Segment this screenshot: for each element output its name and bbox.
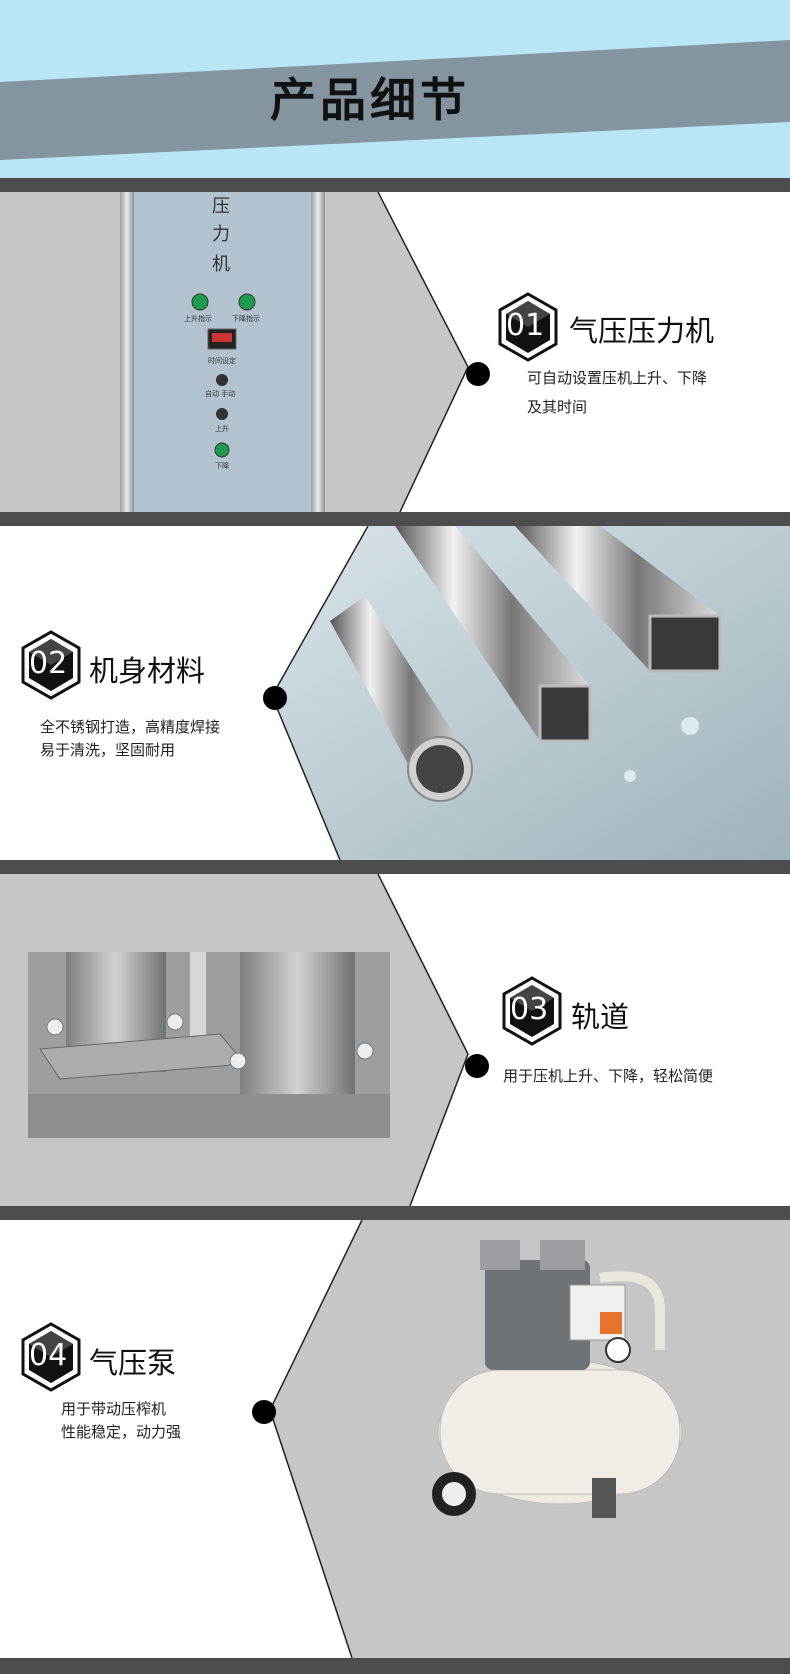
feature-section-1: 压 力 机 上升指示 下降指示 时间设定 自动 手动 上升 下降 01 气压压力… [0,192,790,512]
section-divider [0,178,790,192]
number-badge-03 [502,976,562,1046]
header-band [0,40,790,160]
feature-desc-line-1: 全不锈钢打造，高精度焊接 [40,718,221,736]
number-badge-01 [498,292,558,362]
section-2-background [0,526,790,860]
feature-section-3: 03 轨道 用于压机上升、下降，轻松简便 [0,874,790,1206]
bullet-dot [466,362,490,386]
badge-number: 01 [506,308,545,343]
panel-up-label: 上升 [215,425,229,433]
section-divider [0,1658,790,1674]
panel-title-char-2: 力 [212,224,230,245]
badge-number: 02 [29,646,68,681]
feature-section-4: 04 气压泵 用于带动压榨机 性能稳定，动力强 [0,1220,790,1658]
feature-desc-line-1: 可自动设置压机上升、下降 [527,369,708,387]
bullet-dot [465,1054,489,1078]
number-badge-02 [21,630,81,700]
section-divider [0,512,790,526]
panel-time-setting-label: 时间设定 [208,357,236,365]
panel-title-char-3: 机 [212,254,230,275]
page-header: 产品细节 [0,0,790,178]
bullet-dot [263,686,287,710]
feature-desc-line-2: 易于清洗，坚固耐用 [40,741,176,759]
badge-number: 03 [510,992,549,1027]
feature-title: 气压压力机 [569,314,715,348]
feature-title: 机身材料 [89,654,206,688]
feature-desc-line-1: 用于压机上升、下降，轻松简便 [503,1067,714,1085]
feature-desc-line-2: 性能稳定，动力强 [61,1423,182,1441]
feature-section-2: 02 机身材料 全不锈钢打造，高精度焊接 易于清洗，坚固耐用 [0,526,790,860]
section-4-background [0,1220,790,1658]
feature-title: 轨道 [571,1000,630,1034]
feature-title: 气压泵 [89,1346,177,1380]
panel-down-indicator-label: 下降指示 [232,315,260,323]
badge-number: 04 [29,1338,68,1373]
section-divider [0,860,790,874]
section-1-background [0,192,790,512]
section-3-background [0,874,790,1206]
bullet-dot [252,1400,276,1424]
control-panel-image: 压 力 机 上升指示 下降指示 时间设定 自动 手动 上升 下降 [120,192,325,512]
number-badge-04 [21,1322,81,1392]
panel-up-indicator-label: 上升指示 [184,315,212,323]
section-divider [0,1206,790,1220]
feature-desc-line-2: 及其时间 [527,398,588,416]
page-title: 产品细节 [270,73,470,127]
feature-desc-line-1: 用于带动压榨机 [61,1400,167,1418]
panel-down-label: 下降 [215,462,229,470]
panel-auto-manual-label: 自动 手动 [205,390,236,398]
panel-title-char-1: 压 [212,196,230,217]
